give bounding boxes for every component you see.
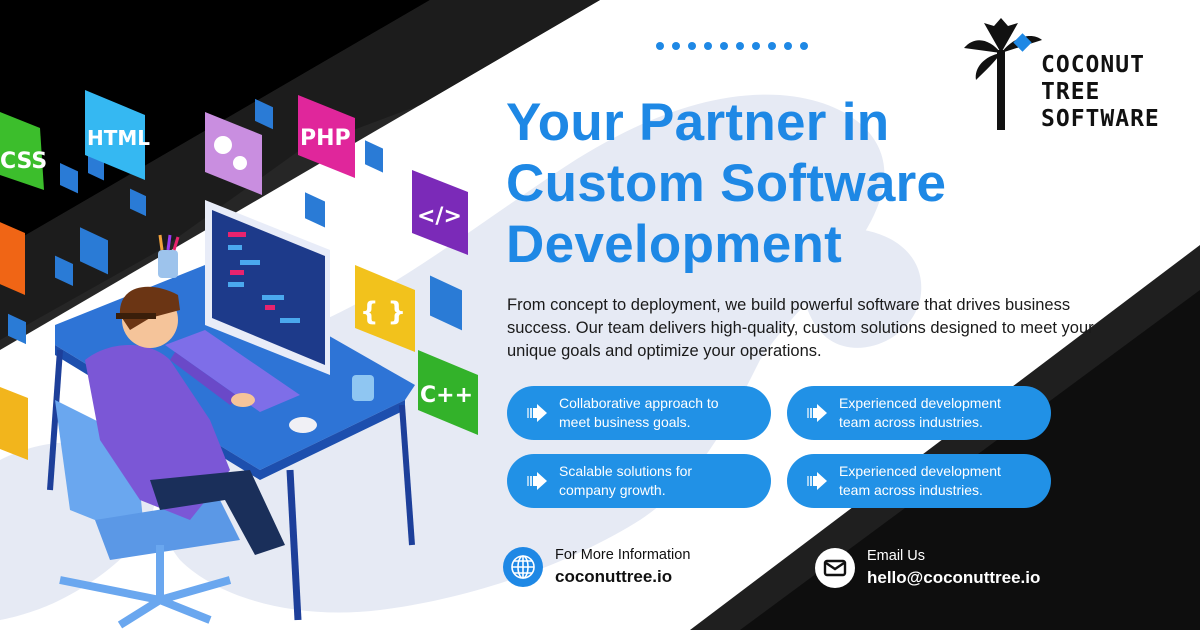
- website-contact: For More Information coconuttree.io: [503, 546, 690, 588]
- feature-pill: Experienced development team across indus…: [787, 386, 1051, 440]
- arrow-right-icon: [527, 404, 547, 422]
- email-contact: Email Us hello@coconuttree.io: [815, 547, 1040, 589]
- tile-css: CSS: [0, 112, 47, 190]
- svg-text:</>: </>: [417, 204, 462, 229]
- tile-braces: { }: [355, 265, 415, 352]
- title-line: Custom Software: [506, 154, 947, 213]
- logo-line: TREE: [1041, 79, 1101, 105]
- tile-js: [0, 222, 25, 295]
- decorative-dots: [656, 42, 808, 50]
- feature-text: team across industries.: [839, 482, 983, 498]
- feature-text: Collaborative approach to: [559, 395, 719, 411]
- feature-text: meet business goals.: [559, 414, 691, 430]
- palm-tree-logo-icon: [964, 18, 1042, 130]
- svg-text:HTML: HTML: [87, 126, 150, 150]
- feature-text: Experienced development: [839, 395, 1001, 411]
- logo-line: COCONUT: [1041, 52, 1145, 78]
- globe-icon: [503, 547, 543, 587]
- company-logo: [964, 18, 1184, 133]
- svg-text:PHP: PHP: [300, 126, 351, 151]
- dark-band-2: [0, 0, 600, 340]
- feature-pill: Collaborative approach to meet business g…: [507, 386, 771, 440]
- title-line: Development: [506, 215, 843, 274]
- email-label: Email Us: [867, 548, 926, 564]
- tile-gears: [205, 112, 262, 195]
- hero-description: From concept to deployment, we build pow…: [507, 296, 1094, 360]
- desk-illustration: [47, 200, 415, 629]
- arrow-right-icon: [807, 404, 827, 422]
- feature-text: Scalable solutions for: [559, 463, 693, 479]
- tile-cpp: C++: [418, 350, 478, 435]
- envelope-icon: [815, 548, 855, 588]
- svg-text:CSS: CSS: [0, 149, 47, 174]
- arrow-right-icon: [807, 472, 827, 490]
- feature-pill: Scalable solutions for company growth.: [507, 454, 771, 508]
- email-link[interactable]: hello@coconuttree.io: [867, 568, 1041, 587]
- feature-pill: Experienced development team across indus…: [787, 454, 1051, 508]
- tile-yellow: [0, 386, 28, 460]
- logo-line: SOFTWARE: [1041, 106, 1160, 132]
- feature-text: team across industries.: [839, 414, 983, 430]
- svg-text:C++: C++: [420, 383, 473, 408]
- logo-wordmark: COCONUT TREE SOFTWARE: [1041, 52, 1160, 133]
- website-link[interactable]: coconuttree.io: [555, 567, 673, 586]
- svg-text:{ }: { }: [360, 297, 406, 327]
- title-line: Your Partner in: [506, 93, 890, 152]
- feature-text: Experienced development: [839, 463, 1001, 479]
- website-label: For More Information: [555, 547, 691, 563]
- arrow-right-icon: [527, 472, 547, 490]
- code-tiles: CSS HTML PHP </> { } C++: [0, 90, 478, 460]
- tile-html: HTML: [85, 90, 150, 180]
- feature-text: company growth.: [559, 482, 666, 498]
- tile-code: </>: [412, 170, 468, 255]
- page-title: Your Partner in Custom Software Developm…: [506, 92, 946, 275]
- tile-php: PHP: [298, 95, 355, 178]
